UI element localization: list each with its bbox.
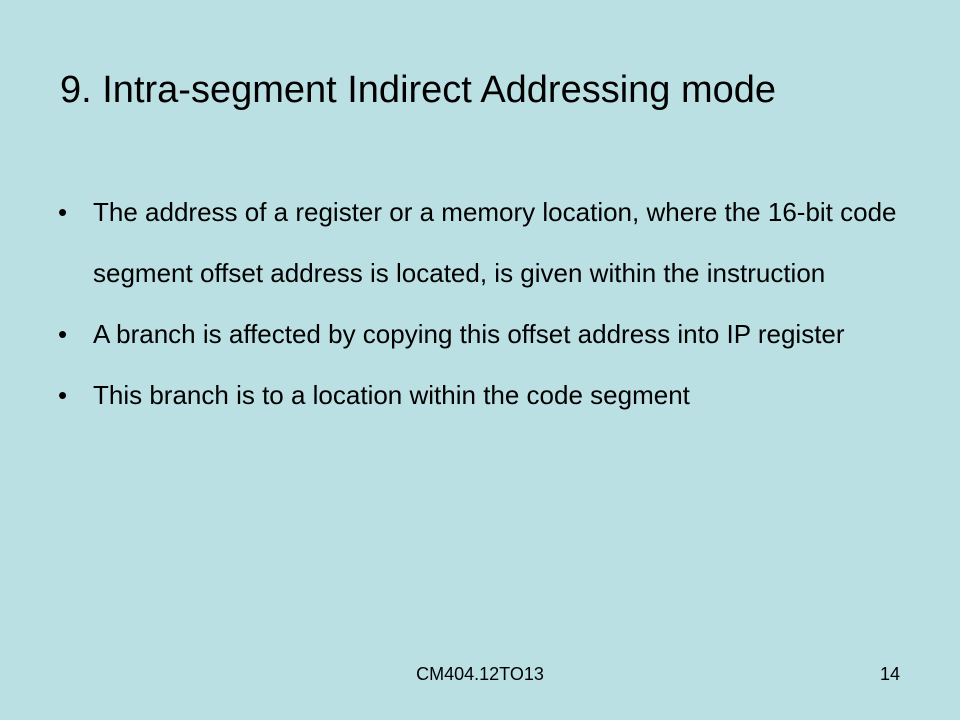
bullet-item: • This branch is to a location within th… bbox=[58, 365, 898, 426]
page-number: 14 bbox=[879, 664, 900, 684]
bullet-marker: • bbox=[58, 319, 68, 349]
bullet-text: The address of a register or a memory lo… bbox=[93, 197, 897, 288]
bullet-text: This branch is to a location within the … bbox=[93, 380, 690, 410]
footer-text: CM404.12TO13 bbox=[416, 664, 544, 684]
slide-title: 9. Intra-segment Indirect Addressing mod… bbox=[60, 69, 777, 111]
bullet-item: • A branch is affected by copying this o… bbox=[58, 304, 898, 365]
bullet-list: • The address of a register or a memory … bbox=[58, 182, 898, 426]
bullet-marker: • bbox=[58, 197, 68, 227]
bullet-item: • The address of a register or a memory … bbox=[58, 182, 898, 304]
bullet-text: A branch is affected by copying this off… bbox=[93, 319, 845, 349]
bullet-marker: • bbox=[58, 380, 68, 410]
